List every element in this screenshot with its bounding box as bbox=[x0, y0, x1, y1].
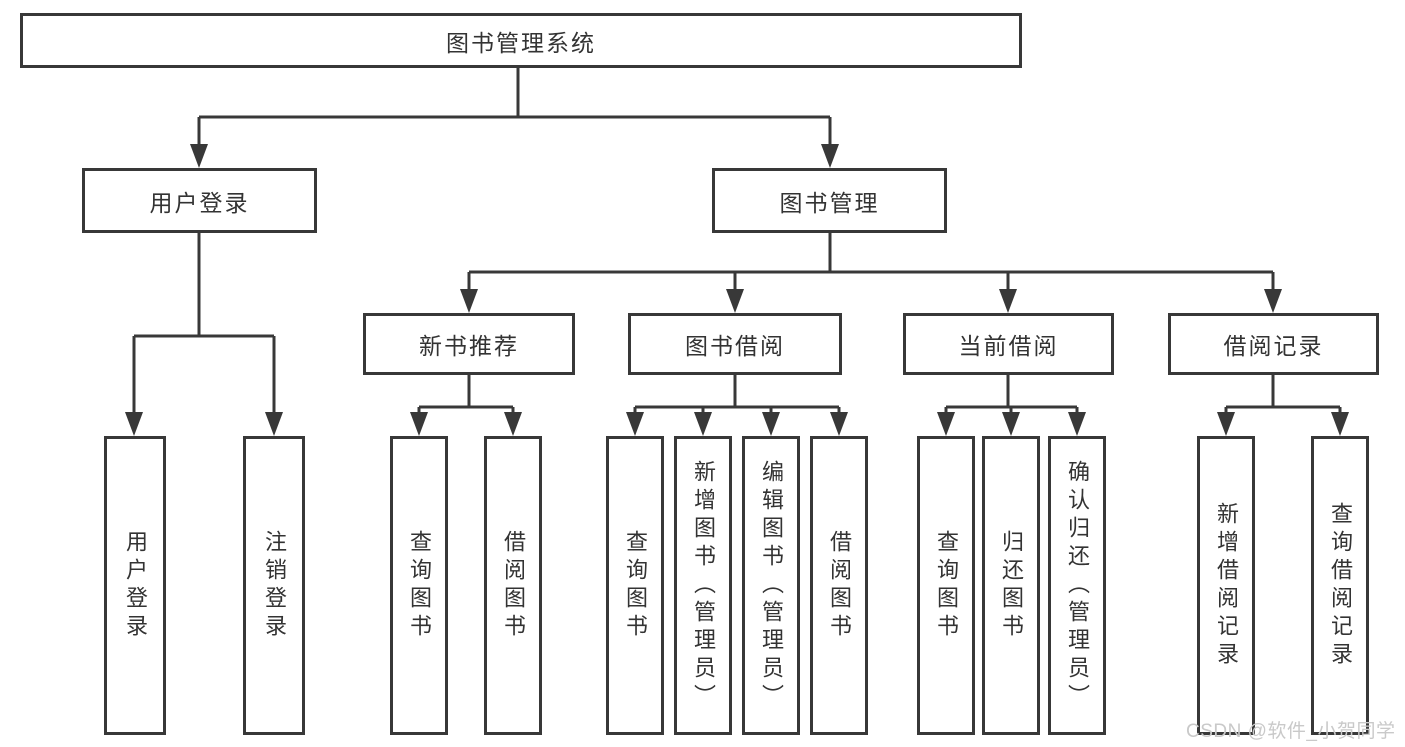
leaf-borrow-book-1: 借阅图书 bbox=[484, 436, 542, 735]
arrowheads bbox=[125, 144, 1349, 436]
node-user-login: 用户登录 bbox=[82, 168, 317, 233]
leaf-edit-book-admin: 编辑图书（管理员） bbox=[742, 436, 800, 735]
leaf-add-borrow-record-label: 新增借阅记录 bbox=[1214, 501, 1239, 670]
leaf-logout-label: 注销登录 bbox=[262, 529, 287, 642]
node-book-borrow-label: 图书借阅 bbox=[685, 333, 785, 359]
leaf-query-borrow-record: 查询借阅记录 bbox=[1311, 436, 1369, 735]
leaf-logout: 注销登录 bbox=[243, 436, 305, 735]
leaf-borrow-book-2: 借阅图书 bbox=[810, 436, 868, 735]
leaf-return-book-label: 归还图书 bbox=[999, 529, 1024, 642]
csdn-watermark: CSDN @软件_小贺同学 bbox=[1186, 721, 1396, 742]
node-current-borrow-label: 当前借阅 bbox=[958, 333, 1059, 359]
leaf-confirm-return-admin: 确认归还（管理员） bbox=[1048, 436, 1106, 735]
leaf-edit-book-admin-label: 编辑图书（管理员） bbox=[759, 459, 784, 712]
leaf-query-book-3-label: 查询图书 bbox=[934, 529, 959, 642]
leaf-add-book-admin-label: 新增图书（管理员） bbox=[691, 459, 716, 712]
leaf-borrow-book-1-label: 借阅图书 bbox=[501, 529, 526, 642]
leaf-borrow-book-2-label: 借阅图书 bbox=[827, 529, 852, 642]
node-book-borrow: 图书借阅 bbox=[628, 313, 842, 375]
node-root-label: 图书管理系统 bbox=[446, 29, 596, 56]
node-book-mgmt-label: 图书管理 bbox=[779, 189, 880, 216]
leaf-query-book-1: 查询图书 bbox=[390, 436, 448, 735]
node-user-login-label: 用户登录 bbox=[149, 189, 250, 216]
leaf-query-book-2: 查询图书 bbox=[606, 436, 664, 735]
node-borrow-record: 借阅记录 bbox=[1168, 313, 1379, 375]
node-root: 图书管理系统 bbox=[20, 13, 1022, 68]
node-new-book-recommend: 新书推荐 bbox=[363, 313, 575, 375]
leaf-query-book-1-label: 查询图书 bbox=[407, 529, 432, 642]
leaf-query-book-3: 查询图书 bbox=[917, 436, 975, 735]
leaf-confirm-return-admin-label: 确认归还（管理员） bbox=[1065, 459, 1090, 712]
leaf-query-borrow-record-label: 查询借阅记录 bbox=[1328, 501, 1353, 670]
node-new-book-recommend-label: 新书推荐 bbox=[419, 333, 519, 359]
leaf-user-login: 用户登录 bbox=[104, 436, 166, 735]
leaf-user-login-label: 用户登录 bbox=[123, 529, 148, 642]
node-current-borrow: 当前借阅 bbox=[903, 313, 1114, 375]
leaf-add-borrow-record: 新增借阅记录 bbox=[1197, 436, 1255, 735]
leaf-query-book-2-label: 查询图书 bbox=[623, 529, 648, 642]
node-borrow-record-label: 借阅记录 bbox=[1223, 333, 1324, 359]
leaf-return-book: 归还图书 bbox=[982, 436, 1040, 735]
node-book-mgmt: 图书管理 bbox=[712, 168, 947, 233]
leaf-add-book-admin: 新增图书（管理员） bbox=[674, 436, 732, 735]
